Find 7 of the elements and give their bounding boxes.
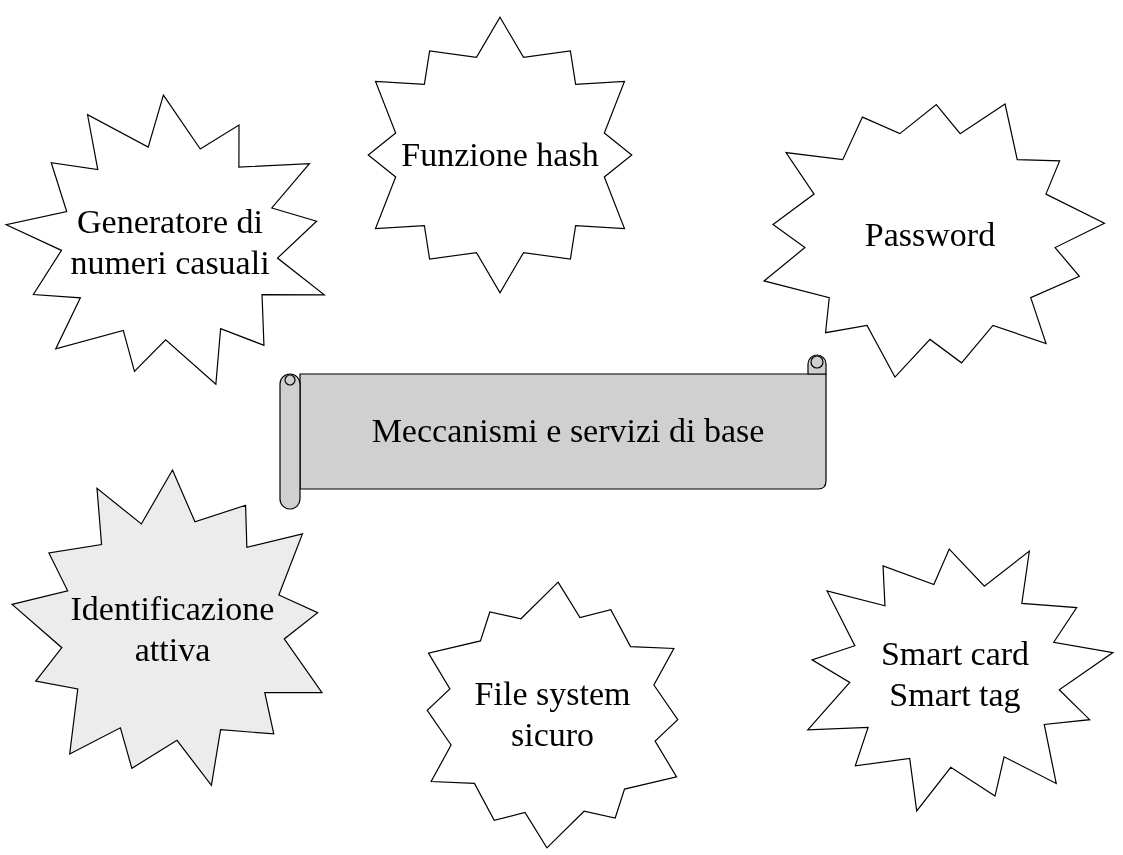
node-label: Password [863,214,997,255]
node-label: Funzione hash [400,134,600,175]
node-label: File system sicuro [473,674,632,755]
node-label: Identificazione attiva [69,589,276,670]
node-label: Smart card Smart tag [879,634,1031,715]
node-label: Generatore di numeri casuali [69,201,271,283]
node-label: Meccanismi e servizi di base [370,411,766,452]
